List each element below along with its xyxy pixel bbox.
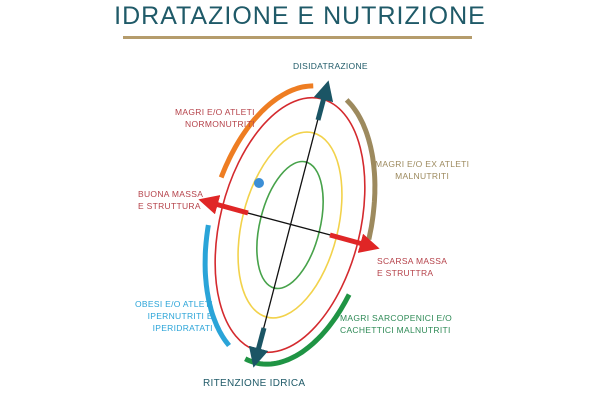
axis-label-left: BUONA MASSA E STRUTTURA xyxy=(138,188,203,212)
page-title: IDRATAZIONE E NUTRIZIONE xyxy=(114,2,486,30)
label-line: MAGRI E/O EX ATLETI xyxy=(375,159,470,169)
label-line: E STRUTTRA xyxy=(377,268,434,278)
arrow-scarsa-massa xyxy=(329,232,380,253)
arrow-buona-massa xyxy=(198,195,249,216)
label-line: SCARSA MASSA xyxy=(377,256,448,266)
label-line: MAGRI E/O ATLETI xyxy=(175,107,255,117)
label-line: E STRUTTURA xyxy=(138,201,201,211)
axis-label-top: DISIDATRAZIONE xyxy=(293,61,368,71)
arc-malnutriti xyxy=(344,98,378,240)
axis-label-right: SCARSA MASSA E STRUTTRA xyxy=(377,255,447,279)
arc-ipernutriti xyxy=(202,224,232,348)
group-label-ipernutriti: OBESI E/O ATLETI IPERNUTRITI E IPERIDRAT… xyxy=(135,298,213,334)
arc-normonutriti xyxy=(218,83,314,179)
label-line: IPERIDRATATI xyxy=(152,323,213,333)
label-line: MALNUTRITI xyxy=(395,171,450,181)
label-line: OBESI E/O ATLETI xyxy=(135,299,213,309)
label-line: NORMONUTRITI xyxy=(185,119,255,129)
axis-label-bottom: RITENZIONE IDRICA xyxy=(203,378,306,389)
arc-cachettici xyxy=(244,293,352,367)
label-line: IPERNUTRITI E xyxy=(147,311,213,321)
arrow-disidratazione xyxy=(313,80,334,121)
hydration-axis xyxy=(257,91,326,351)
label-line: MAGRI SARCOPENICI E/O xyxy=(340,313,453,323)
label-line: CACHETTICI MALNUTRITI xyxy=(340,325,451,335)
group-label-normonutriti: MAGRI E/O ATLETI NORMONUTRITI xyxy=(175,106,255,130)
subject-point xyxy=(254,178,264,188)
arrow-ritenzione xyxy=(248,327,269,368)
group-label-malnutriti: MAGRI E/O EX ATLETI MALNUTRITI xyxy=(375,158,469,182)
label-line: BUONA MASSA xyxy=(138,189,204,199)
title-divider xyxy=(123,36,472,39)
group-label-cachettici: MAGRI SARCOPENICI E/O CACHETTICI MALNUTR… xyxy=(340,312,452,336)
